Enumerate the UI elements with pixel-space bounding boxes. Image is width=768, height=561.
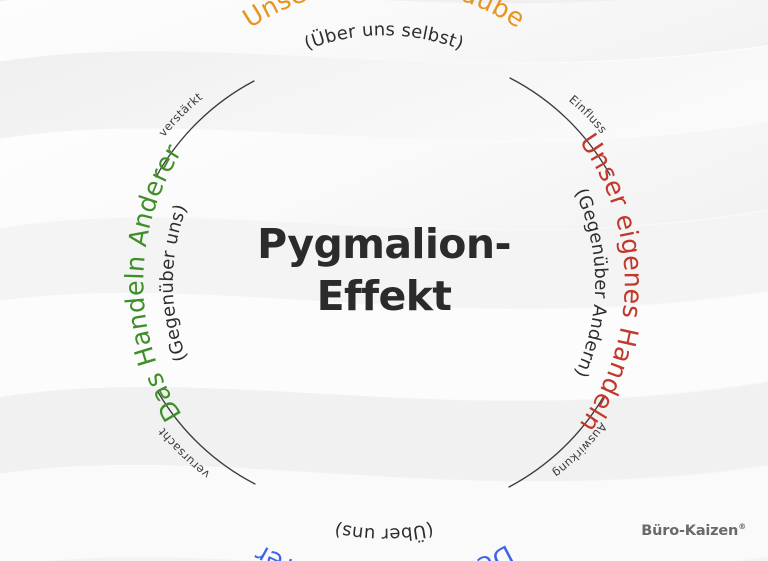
edge-label-einfluss: Einfluss [566, 92, 610, 136]
arc-belief-self-to-own-action [509, 77, 611, 176]
node-belief-others: Der Glaube anderer (Über uns) [250, 518, 518, 561]
edge-label-verstaerkt: verstärkt [156, 89, 206, 139]
arc-belief-others-to-action-others [157, 391, 256, 485]
edge-label-auswirkung: Auswirkung [550, 420, 610, 481]
node-belief-self: Unser eigener Glaube (Über uns selbst) [238, 0, 530, 54]
edge-label-verursacht: verursacht [155, 425, 213, 482]
node-belief-self-sublabel: (Über uns selbst) [301, 19, 466, 54]
registered-mark-icon: ® [738, 522, 746, 532]
brand-logo: Büro-Kaizen® [641, 522, 746, 539]
node-belief-others-sublabel: (Über uns) [333, 518, 436, 544]
connector-arcs [155, 77, 611, 488]
arc-own-action-to-belief-others [508, 395, 605, 488]
arc-action-others-to-belief-self [155, 80, 255, 178]
diagram-center-title: Pygmalion- Effekt [257, 220, 511, 321]
brand-logo-text: Büro-Kaizen [641, 523, 739, 539]
